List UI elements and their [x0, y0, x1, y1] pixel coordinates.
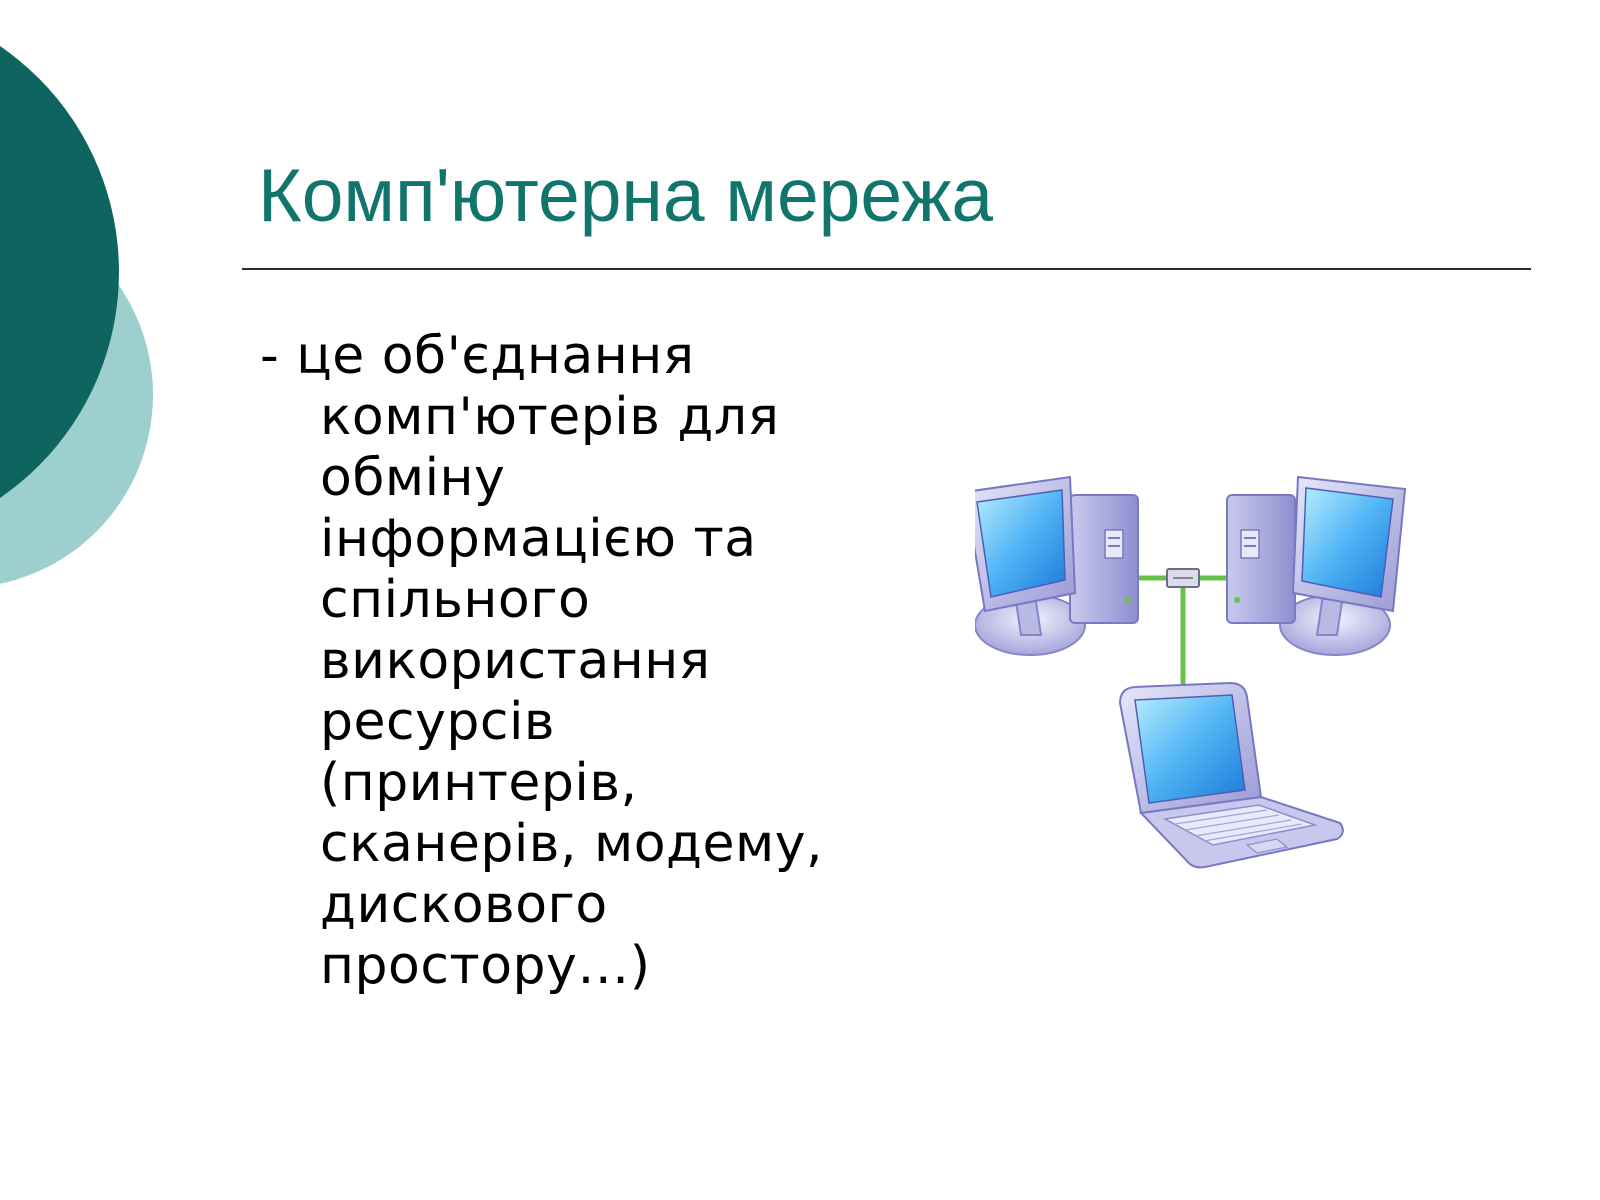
- definition-line: ресурсів: [320, 692, 556, 752]
- slide-title: Комп'ютерна мережа: [258, 153, 994, 237]
- network-cable: [1135, 575, 1235, 688]
- definition-line: - це об'єднання: [260, 326, 695, 386]
- definition-line: сканерів, модему,: [320, 814, 824, 874]
- definition-line: комп'ютерів для: [320, 387, 780, 447]
- definition-line: спільного: [320, 570, 591, 630]
- definition-line: простору…): [320, 936, 651, 996]
- network-hub-icon: [1166, 568, 1200, 588]
- decorative-circles: [0, 46, 153, 584]
- computer-network-icon: [975, 475, 1407, 869]
- title-divider: [242, 268, 1531, 270]
- definition-line: дискового: [320, 875, 608, 935]
- desktop-computer-icon: [1226, 475, 1407, 656]
- desktop-computer-icon: [975, 475, 1139, 656]
- definition-line: обміну: [320, 448, 506, 508]
- definition-line: інформацією та: [320, 509, 757, 569]
- definition-line: (принтерів,: [320, 753, 638, 813]
- definition-line: використання: [320, 631, 711, 691]
- laptop-icon: [1118, 681, 1344, 869]
- dark-teal-circle: [0, 46, 119, 498]
- definition-text: - це об'єднання комп'ютерів для обміну і…: [260, 326, 900, 997]
